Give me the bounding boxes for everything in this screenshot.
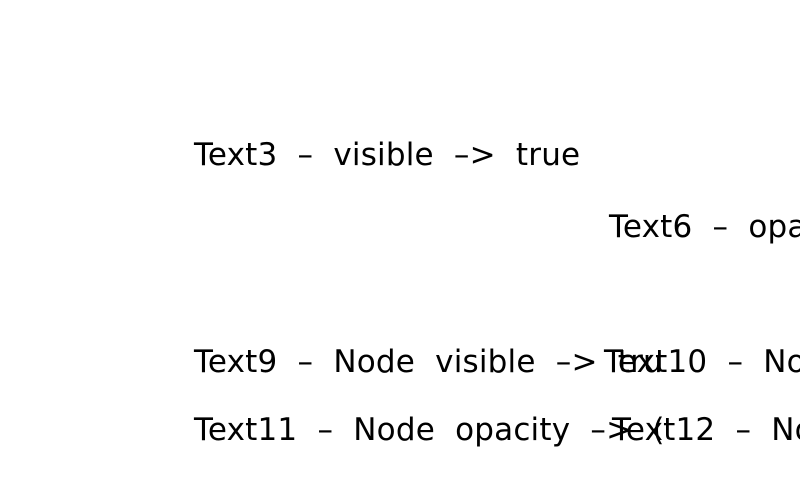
text-label-text10-node: Text10 – Nod (604, 344, 800, 380)
text-label-text11-node-opacity: Text11 – Node opacity –> ( (194, 412, 665, 448)
text-label-text3-visible: Text3 – visible –> true (194, 137, 581, 173)
text-label-text12-node: Text12 – Nod (612, 412, 800, 448)
text-label-text6-opacity: Text6 – opac (609, 209, 800, 245)
text-label-text9-node-visible: Text9 – Node visible –> tru (194, 344, 663, 380)
